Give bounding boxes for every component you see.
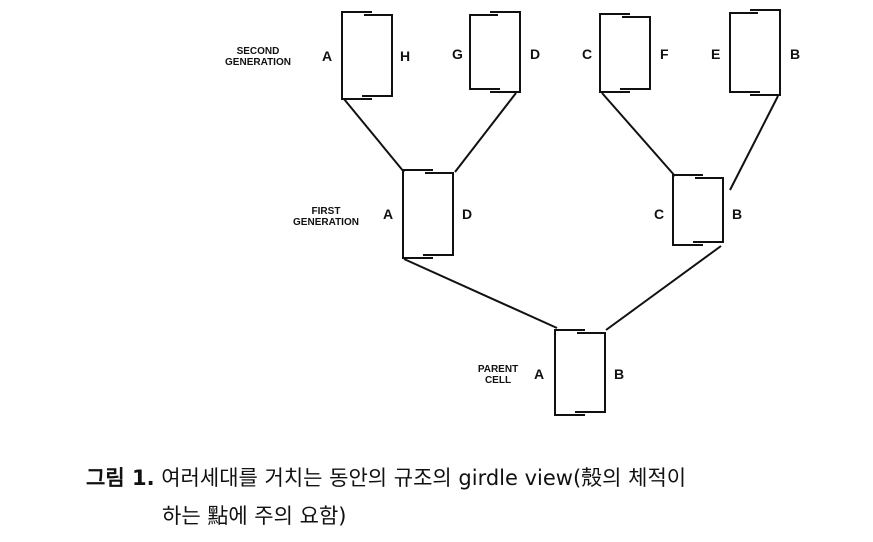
figure-number: 그림 1. <box>86 466 155 490</box>
valve-label: B <box>732 206 743 222</box>
valve-label: C <box>582 46 593 62</box>
diatom-cell <box>469 11 521 93</box>
caption-text: 여러세대를 거치는 동안의 규조의 girdle view(殼의 체적이 <box>161 466 687 490</box>
diatom-cell <box>729 9 781 96</box>
valve-label: E <box>711 46 721 62</box>
lineage-line <box>605 245 722 331</box>
valve-label: B <box>790 46 801 62</box>
valve-label: B <box>614 366 625 382</box>
valve-label: A <box>534 366 545 382</box>
valve-label: G <box>452 46 463 62</box>
lineage-line <box>454 92 517 173</box>
lineage-lines <box>343 92 779 331</box>
figure-caption-line1: 그림 1. 여러세대를 거치는 동안의 규조의 girdle view(殼의 체… <box>86 462 686 492</box>
diatom-cell <box>402 169 454 259</box>
diatom-cell <box>554 329 606 416</box>
valve-label: H <box>400 48 411 64</box>
valve-label: A <box>383 206 394 222</box>
valve-label: F <box>660 46 669 62</box>
diatom-cell <box>672 174 724 246</box>
lineage-line <box>343 98 405 173</box>
valve-label: C <box>654 206 665 222</box>
lineage-line <box>601 92 676 177</box>
valve-label: A <box>322 48 333 64</box>
diatom-cell <box>341 11 393 100</box>
figure-caption-line2: 하는 點에 주의 요함) <box>162 504 347 528</box>
diatom-cell <box>599 13 651 93</box>
valve-label: D <box>462 206 473 222</box>
lineage-line <box>729 95 779 191</box>
lineage-line <box>403 258 558 329</box>
valve-label: D <box>530 46 541 62</box>
